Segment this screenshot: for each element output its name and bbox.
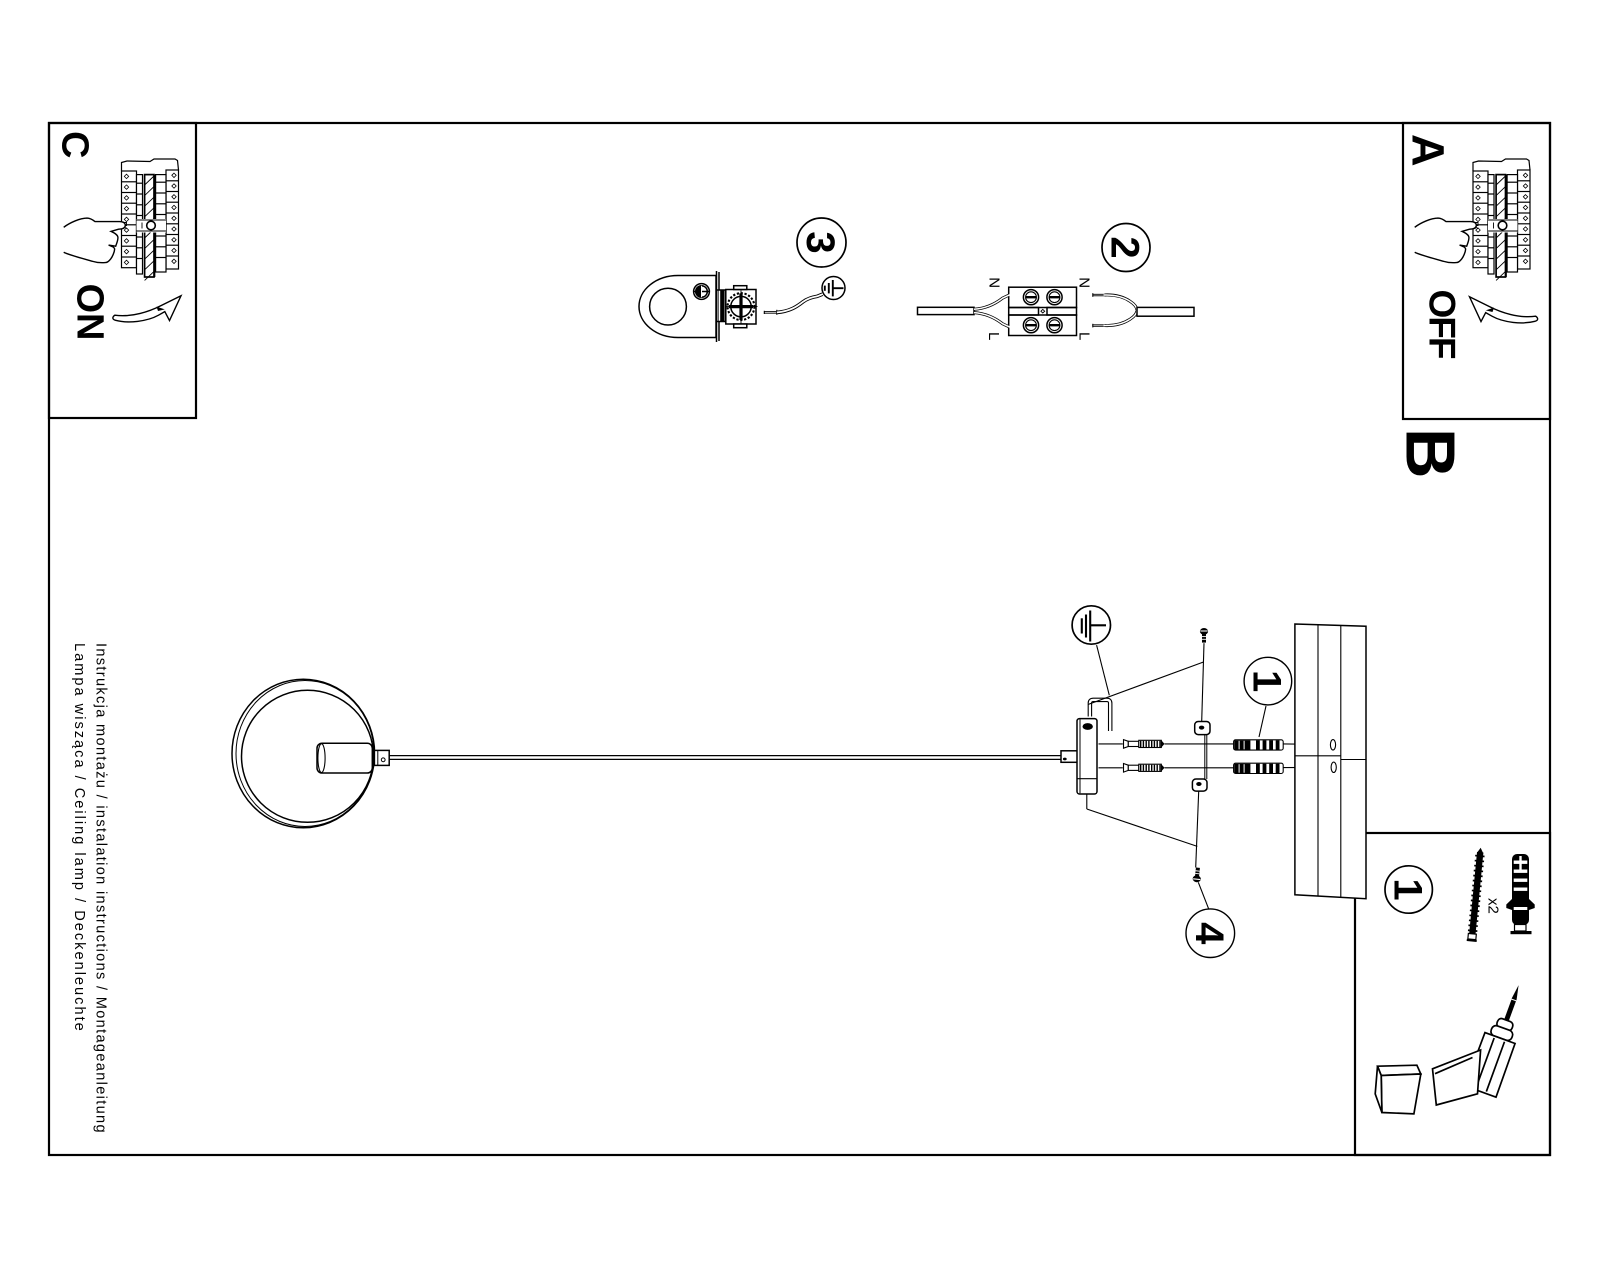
svg-text:4: 4 (1187, 922, 1231, 945)
svg-text:L: L (985, 332, 1002, 340)
svg-text:2: 2 (1103, 236, 1147, 258)
svg-text:B: B (1392, 428, 1470, 479)
svg-text:Lampa wisząca / Ceiling lamp /: Lampa wisząca / Ceiling lamp / Deckenleu… (71, 643, 87, 1033)
svg-text:N: N (1076, 277, 1093, 288)
svg-text:1: 1 (1385, 878, 1429, 900)
svg-text:Instrukcja montażu / instalati: Instrukcja montażu / instalation instruc… (93, 643, 109, 1134)
svg-text:1: 1 (1245, 670, 1289, 692)
svg-text:OFF: OFF (1421, 290, 1462, 359)
svg-text:N: N (986, 277, 1003, 288)
svg-text:C: C (54, 131, 96, 158)
svg-text:L: L (1076, 332, 1093, 340)
svg-text:A: A (1403, 134, 1454, 167)
svg-text:ON: ON (68, 284, 110, 341)
svg-text:3: 3 (798, 231, 842, 253)
svg-text:x2: x2 (1485, 898, 1502, 914)
